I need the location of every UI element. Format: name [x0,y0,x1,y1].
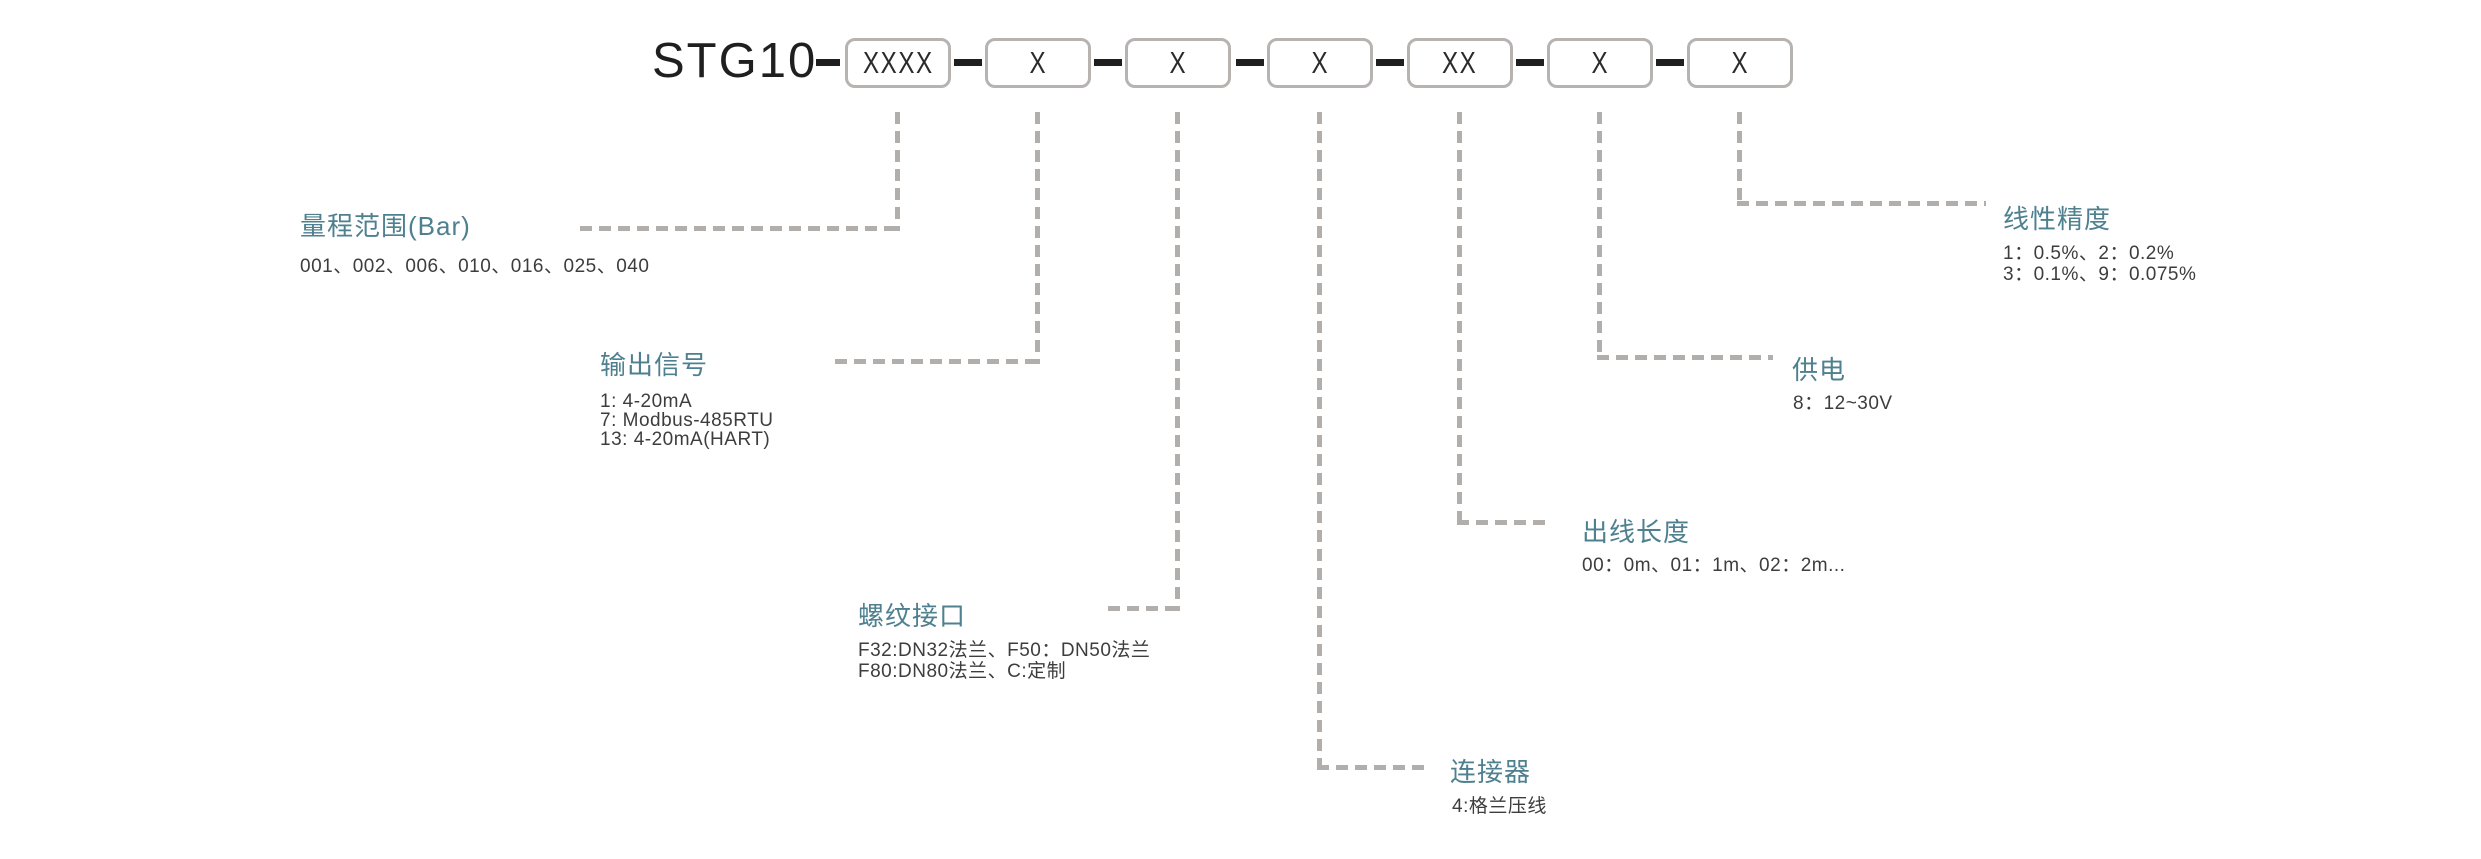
segment-value-line: 00：0m、01：1m、02：2m... [1582,555,1846,576]
segment-title-connector: 连接器 [1450,757,1532,787]
segment-value-line: F32:DN32法兰、F50：DN50法兰 [858,640,1151,661]
code-box-range: XXXX [845,38,951,88]
leader-vertical-connector [1317,112,1322,770]
code-box-range-text: XXXX [862,45,934,80]
code-box-thread-text: X [1169,45,1187,80]
leader-vertical-range [895,112,900,231]
code-box-output-signal-text: X [1029,45,1047,80]
leader-vertical-output-signal [1035,112,1040,364]
leader-horizontal-power [1597,355,1773,360]
model-separator-dash [816,59,840,66]
code-box-accuracy: X [1687,38,1793,88]
segment-value-line: 1：0.5%、2：0.2% [2003,243,2175,264]
code-box-connector-text: X [1311,45,1329,80]
code-box-cable-length-text: XX [1442,45,1478,80]
leader-horizontal-thread [1108,606,1180,611]
box-connector-dash [1516,59,1544,66]
leader-vertical-cable-length [1457,112,1462,525]
leader-vertical-accuracy [1737,112,1742,206]
segment-values-thread: F32:DN32法兰、F50：DN50法兰 F80:DN80法兰、C:定制 [858,640,1150,682]
segment-values-cable-length: 00：0m、01：1m、02：2m... [1582,555,1845,576]
box-connector-dash [1236,59,1264,66]
leader-horizontal-connector [1317,765,1428,770]
segment-title-power: 供电 [1792,355,1847,385]
segment-title-cable-length: 出线长度 [1582,517,1691,547]
segment-value-line: 4:格兰压线 [1452,796,1547,817]
segment-value-line: 8：12~30V [1793,393,1893,414]
segment-title-output-signal: 输出信号 [600,350,709,380]
segment-value-line: 1: 4-20mA [600,391,693,412]
segment-values-accuracy: 1：0.5%、2：0.2% 3：0.1%、9：0.075% [2003,243,2196,285]
leader-vertical-thread [1175,112,1180,611]
segment-title-thread: 螺纹接口 [858,601,967,631]
segment-values-range: 001、002、006、010、016、025、040 [300,256,649,277]
segment-values-output-signal: 1: 4-20mA 7: Modbus-485RTU 13: 4-20mA(HA… [600,392,773,449]
leader-horizontal-range [580,226,900,231]
segment-values-connector: 4:格兰压线 [1452,796,1547,817]
box-connector-dash [1656,59,1684,66]
leader-horizontal-cable-length [1457,520,1552,525]
segment-value-line: 001、002、006、010、016、025、040 [300,256,650,277]
code-box-thread: X [1125,38,1231,88]
model-prefix: STG10 [652,34,818,88]
segment-values-power: 8：12~30V [1793,393,1893,414]
box-connector-dash [1094,59,1122,66]
leader-vertical-power [1597,112,1602,360]
segment-value-line: F80:DN80法兰、C:定制 [858,661,1067,682]
code-box-power: X [1547,38,1653,88]
code-box-accuracy-text: X [1731,45,1749,80]
code-box-cable-length: XX [1407,38,1513,88]
segment-title-accuracy: 线性精度 [2003,204,2112,234]
box-connector-dash [954,59,982,66]
segment-value-line: 13: 4-20mA(HART) [600,429,771,450]
code-box-power-text: X [1591,45,1609,80]
segment-title-range: 量程范围(Bar) [300,211,471,241]
leader-horizontal-output-signal [835,359,1040,364]
box-connector-dash [1376,59,1404,66]
code-box-output-signal: X [985,38,1091,88]
segment-value-line: 3：0.1%、9：0.075% [2003,264,2197,285]
leader-horizontal-accuracy [1737,201,1986,206]
segment-value-line: 7: Modbus-485RTU [600,410,774,431]
code-box-connector: X [1267,38,1373,88]
